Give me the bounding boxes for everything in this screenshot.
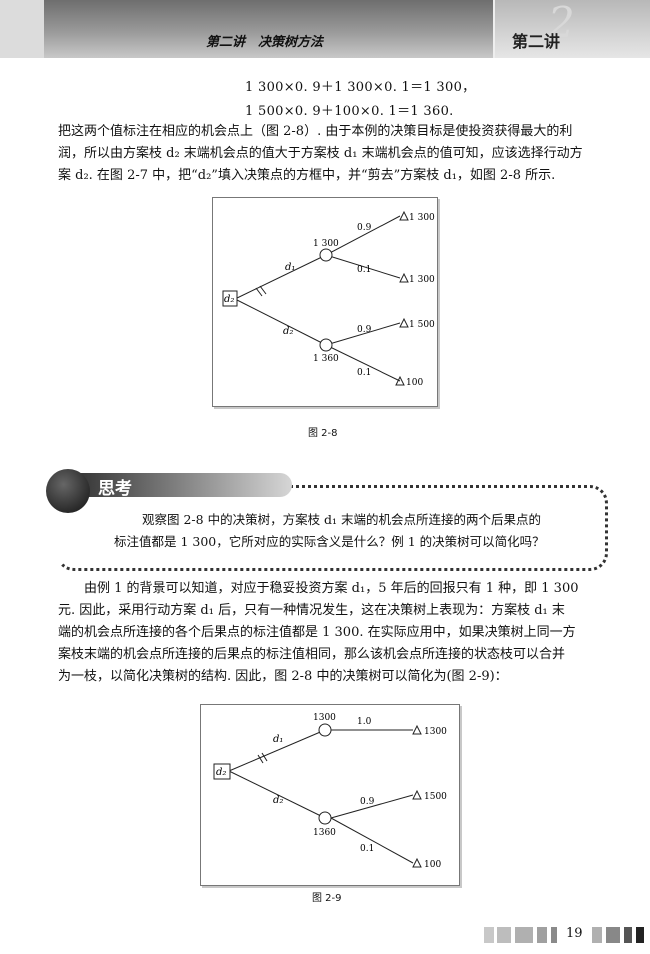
footer-bar	[636, 927, 644, 943]
paragraph-line: 案枝末端的机会点所连接的后果点的标注值相同，那么该机会点所连接的状态枝可以合并	[58, 647, 566, 662]
outcome-triangle-icon	[395, 375, 405, 386]
branch-upper-label: d₁	[273, 734, 283, 745]
think-line: 观察图 2-8 中的决策树，方案枝 d₁ 末端的机会点所连接的两个后果点的	[142, 512, 542, 527]
state-line	[325, 215, 401, 256]
cut-mark	[259, 285, 267, 295]
branch-lower-label: d₂	[283, 326, 293, 337]
paragraph-line: 案 d₂. 在图 2-7 中，把“d₂”填入决策点的方框中，并“剪去”方案枝 d…	[58, 168, 556, 183]
figure-2-8: d₂ 1 300 1 360 d₁ d₂ 0.9 0.1 0.9 0.1 1 3…	[212, 197, 438, 407]
outcome-triangle-icon	[399, 210, 409, 221]
chance-node-lower	[318, 811, 332, 825]
outcome-value: 1 300	[409, 275, 435, 285]
decision-node-label: d₂	[224, 294, 234, 305]
outcome-triangle-icon	[412, 857, 422, 868]
state-line	[325, 344, 401, 382]
prob-label: 0.9	[360, 797, 375, 807]
footer-bar	[537, 927, 547, 943]
think-text: 观察图 2-8 中的决策树，方案枝 d₁ 末端的机会点所连接的两个后果点的 标注…	[102, 509, 602, 553]
think-icon	[46, 469, 90, 513]
page-number: 19	[566, 926, 583, 941]
lecture-box	[495, 0, 650, 58]
think-line: 标注值都是 1 300，它所对应的实际含义是什么？例 1 的决策树可以简化吗？	[114, 534, 545, 549]
branch-lower-label: d₂	[273, 795, 283, 806]
cut-mark	[257, 754, 264, 764]
chance-upper-value: 1 300	[313, 239, 339, 249]
equation-1: 1 300×0. 9＋1 300×0. 1＝1 300，	[245, 80, 476, 95]
decision-node-box	[222, 290, 238, 307]
footer-bar	[592, 927, 602, 943]
paragraph-line: 润，所以由方案枝 d₂ 末端机会点的值大于方案枝 d₁ 末端机会点的值可知，应该…	[58, 146, 583, 161]
think-dotted-border	[56, 485, 608, 571]
state-line	[325, 254, 401, 279]
branch-line-lower	[228, 770, 326, 819]
footer-bar	[497, 927, 511, 943]
figure-2-9-caption: 图 2-9	[312, 893, 342, 904]
equation-2: 1 500×0. 9＋100×0. 1＝1 360.	[245, 104, 454, 119]
header-left-band	[0, 0, 44, 58]
page-header: 第二讲 决策树方法 2 第二讲	[0, 0, 650, 58]
state-line	[325, 322, 401, 346]
paragraph-2: 由例 1 的背景可以知道，对应于稳妥投资方案 d₁，5 年后的回报只有 1 种，…	[58, 578, 603, 688]
footer-bar	[624, 927, 632, 943]
outcome-value: 1300	[424, 727, 447, 737]
footer-bar	[551, 927, 557, 943]
paragraph-line: 端的机会点所连接的各个后果点的标注值都是 1 300. 在实际应用中，如果决策树…	[58, 625, 576, 640]
outcome-value: 100	[406, 378, 423, 388]
cut-mark	[261, 752, 268, 762]
decision-node-box	[213, 763, 231, 780]
paragraph-line: 把这两个值标注在相应的机会点上（图 2-8）. 由于本例的决策目标是使投资获得最…	[58, 124, 573, 139]
prob-label: 1.0	[357, 717, 372, 727]
outcome-value: 100	[424, 860, 441, 870]
outcome-triangle-icon	[412, 724, 422, 735]
state-line	[330, 817, 414, 864]
prob-label: 0.1	[357, 265, 371, 275]
think-box: 思考 观察图 2-8 中的决策树，方案枝 d₁ 末端的机会点所连接的两个后果点的…	[46, 469, 608, 573]
think-banner	[62, 473, 292, 497]
outcome-triangle-icon	[399, 272, 409, 283]
decision-node-label: d₂	[216, 767, 226, 778]
prob-label: 0.9	[357, 223, 372, 233]
figure-2-9: d₂ 1300 1360 d₁ d₂ 1.0 0.9 0.1 1300 1500…	[200, 704, 460, 886]
decision-tree-2-8: d₂ 1 300 1 360 d₁ d₂ 0.9 0.1 0.9 0.1 1 3…	[222, 210, 435, 388]
prob-label: 0.1	[357, 368, 371, 378]
chapter-title: 第二讲 决策树方法	[206, 35, 324, 50]
branch-line-lower	[234, 298, 327, 346]
branch-upper-label: d₁	[285, 262, 295, 273]
chance-node-upper	[318, 723, 332, 737]
branch-line-upper	[228, 729, 326, 772]
lecture-label: 第二讲	[512, 32, 561, 51]
outcome-value: 1 500	[409, 320, 435, 330]
branch-line-upper	[234, 254, 327, 300]
outcome-triangle-icon	[399, 317, 409, 328]
paragraph-1: 把这两个值标注在相应的机会点上（图 2-8）. 由于本例的决策目标是使投资获得最…	[58, 121, 603, 187]
think-label: 思考	[98, 479, 132, 499]
footer-bar	[515, 927, 533, 943]
header-divider	[493, 0, 495, 58]
prob-label: 0.9	[357, 325, 372, 335]
decision-tree-2-9: d₂ 1300 1360 d₁ d₂ 1.0 0.9 0.1 1300 1500…	[213, 713, 447, 870]
paragraph-line: 由例 1 的背景可以知道，对应于稳妥投资方案 d₁，5 年后的回报只有 1 种，…	[84, 581, 579, 596]
outcome-value: 1 300	[409, 213, 435, 223]
state-line	[330, 794, 414, 819]
paragraph-line: 为一枝，以简化决策树的结构. 因此，图 2-8 中的决策树可以简化为(图 2-9…	[58, 669, 508, 684]
footer-bar	[606, 927, 620, 943]
outcome-value: 1500	[424, 792, 447, 802]
chance-lower-value: 1 360	[313, 354, 339, 364]
paragraph-line: 元. 因此，采用行动方案 d₁ 后，只有一种情况发生，这在决策树上表现为：方案枝…	[58, 603, 565, 618]
footer-bar	[484, 927, 494, 943]
outcome-triangle-icon	[412, 789, 422, 800]
chance-node-lower	[319, 338, 333, 352]
chance-lower-value: 1360	[313, 828, 336, 838]
chance-node-upper	[319, 248, 333, 262]
prob-label: 0.1	[360, 844, 374, 854]
figure-2-8-caption: 图 2-8	[308, 428, 338, 439]
chance-upper-value: 1300	[313, 713, 336, 723]
cut-mark	[255, 287, 263, 297]
lecture-number-deco: 2	[548, 0, 575, 47]
